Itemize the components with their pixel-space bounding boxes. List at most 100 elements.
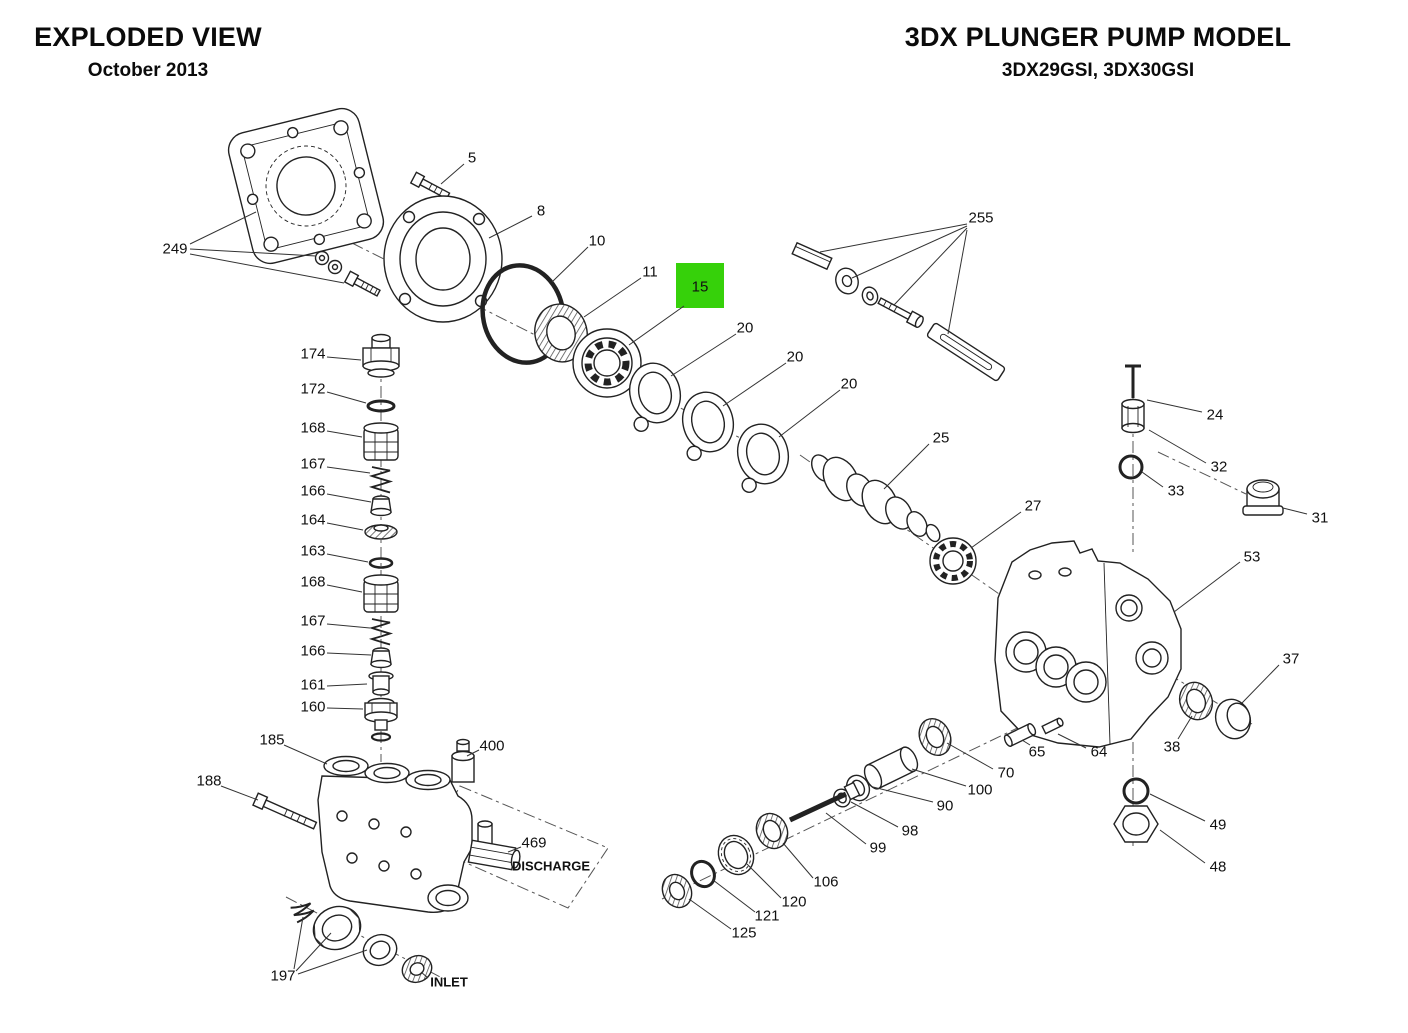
poppet-166a [370,495,392,517]
washer-large [835,267,859,295]
piston-pin-65 [1003,722,1037,748]
key [791,241,833,271]
leader-line-5 [440,163,465,185]
part-label-163: 163 [300,543,325,560]
leader-line-255 [851,225,968,279]
leader-line-100 [911,768,967,787]
page-title: EXPLODED VIEW [34,22,262,52]
leader-line-400 [466,749,480,757]
leader-line-11 [583,277,642,318]
part-label-49: 49 [1210,817,1227,834]
leader-line-167 [326,466,371,474]
part-label-469: 469 [521,835,546,852]
part-label-20: 20 [737,320,754,337]
leader-line-90 [872,786,934,803]
leader-line-20 [722,362,787,407]
highlight-box[interactable] [676,263,724,308]
ball-bearing-27 [929,537,977,585]
retainer-120 [717,834,755,876]
poppet-166b [370,647,392,669]
leader-line-25 [883,443,930,490]
leader-line-255 [893,227,968,306]
part-label-90: 90 [937,798,954,815]
part-label-174: 174 [300,346,325,363]
hex-plug-160 [364,697,398,731]
part-label-32: 32 [1211,459,1228,476]
kit-bolt [877,297,924,328]
leader-line-inlet [420,971,429,979]
retainer-ring-20a [628,362,682,432]
leader-line-106 [782,842,814,879]
part-label-31: 31 [1312,510,1329,527]
valve-seat-164 [364,524,398,540]
leader-line-32 [1148,429,1207,464]
part-label-167: 167 [300,613,325,630]
leader-line-168 [326,430,363,438]
leader-line-125 [688,898,732,930]
inlet-assembly [290,902,433,984]
part-label-53: 53 [1244,549,1261,566]
part-label-249: 249 [162,241,187,258]
part-label-15[interactable]: 15 [692,279,709,296]
leader-line-98 [850,801,899,828]
part-label-100: 100 [967,782,992,799]
part-label-20: 20 [841,376,858,393]
part-label-70: 70 [998,765,1015,782]
leader-line-20 [670,333,737,377]
hex-plug-48 [1113,805,1159,843]
part-label-167: 167 [300,456,325,473]
crankcase [994,540,1182,748]
retainer-ring-20b [681,391,735,461]
rear-plug-37 [1214,698,1252,740]
fitting-161 [368,671,394,696]
crankshaft [810,454,941,543]
part-label-98: 98 [902,823,919,840]
part-label-120: 120 [781,894,806,911]
leader-line-164 [326,522,364,531]
leader-line-249 [189,253,345,284]
part-label-166: 166 [300,643,325,660]
leader-line-160 [326,707,364,710]
seal-106 [755,812,789,850]
valve-cage-168b [363,574,399,613]
o-ring-121 [690,859,716,889]
part-labels-layer: 2495810111520202025524323331252753174172… [162,150,1328,990]
o-ring-small [370,732,392,742]
part-label-33: 33 [1168,483,1185,500]
bearing-cover [383,195,503,323]
valve-plug-400 [451,738,475,783]
rear-seal-38 [1178,681,1214,721]
cap-31 [1242,479,1284,516]
leader-line-174 [326,356,362,361]
leader-line-70 [946,742,994,770]
model-title: 3DX PLUNGER PUMP MODEL [904,22,1292,52]
leader-line-38 [1177,715,1193,740]
leader-line-185 [283,744,328,765]
oil-seal-11 [534,303,588,363]
part-label-37: 37 [1283,651,1300,668]
leader-line-161 [326,683,368,687]
mounting-flange-plate [227,107,385,265]
manifold [317,755,473,913]
leader-line-249 [189,211,257,245]
spring-167a [368,466,394,494]
retainer-ring-20c [736,423,790,493]
plunger-stud-99 [788,781,861,823]
bolt-188 [252,792,318,830]
part-label-11: 11 [642,264,658,281]
valve-stack [362,333,400,742]
flange-hardware [314,250,381,297]
leader-line-166 [326,493,372,503]
o-ring-33 [1118,454,1144,480]
page-date: October 2013 [87,60,209,81]
service-kit-255 [791,241,1006,382]
valve-cage-168a [363,422,399,461]
leader-line-167 [326,623,371,629]
part-label-8: 8 [537,203,545,220]
part-label-161: 161 [300,677,325,694]
inlet-filter [401,954,433,984]
part-label-125: 125 [731,925,756,942]
part-label-27: 27 [1025,498,1042,515]
leader-line-27 [970,511,1022,549]
